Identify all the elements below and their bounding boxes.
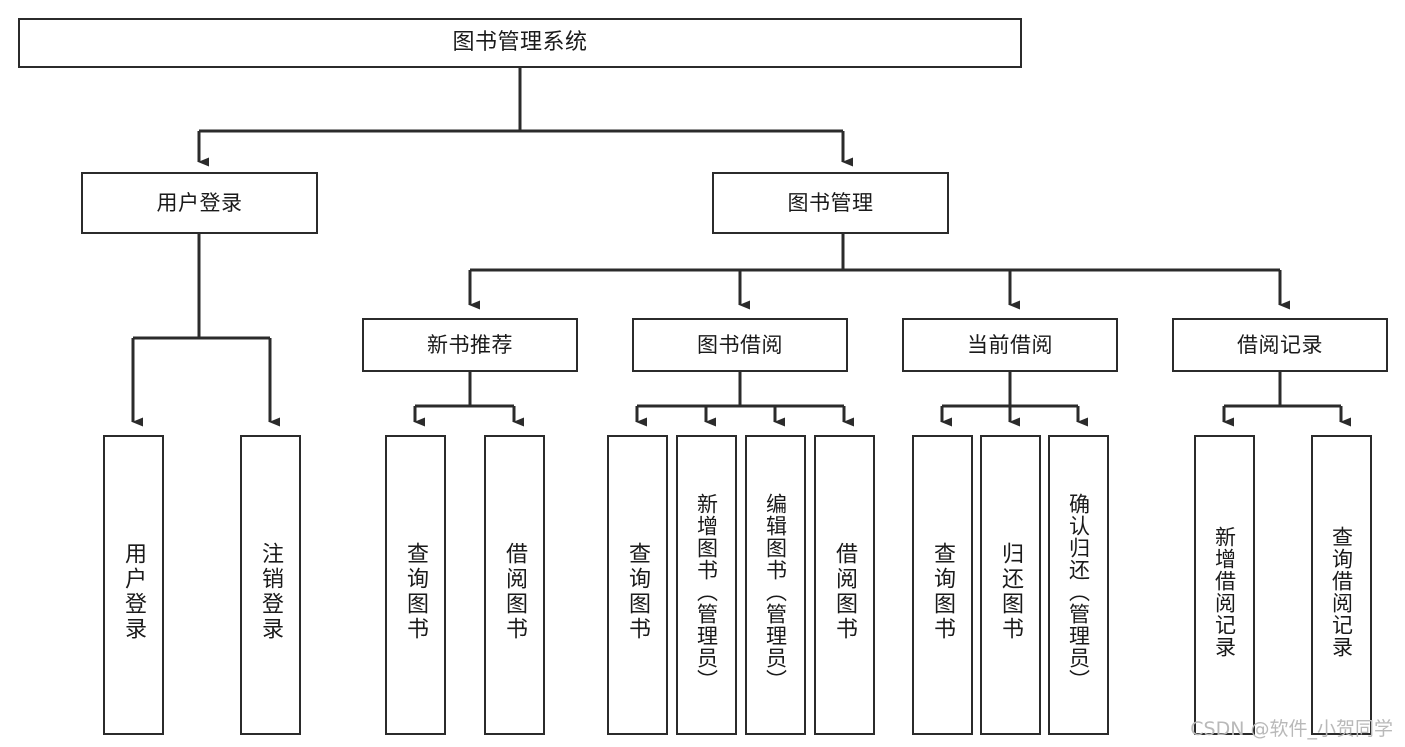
node-borrow-record[interactable]: 借阅记录 [1172,318,1388,372]
node-leaf-confirm-return-label: 确认归还（管理员） [1066,493,1091,691]
node-leaf-edit-book[interactable]: 编辑图书（管理员） [745,435,806,735]
node-leaf-query-record[interactable]: 查询借阅记录 [1311,435,1372,735]
node-leaf-user-login-label: 用户登录 [121,542,147,642]
node-leaf-confirm-return[interactable]: 确认归还（管理员） [1048,435,1109,735]
node-root-label: 图书管理系统 [452,30,588,56]
node-leaf-return-book-label: 归还图书 [998,542,1024,642]
node-leaf-query-book-3-label: 查询图书 [930,542,956,642]
node-book-borrow[interactable]: 图书借阅 [632,318,848,372]
node-leaf-logout-label: 注销登录 [258,542,284,642]
node-user-login[interactable]: 用户登录 [81,172,318,234]
node-leaf-query-book-2-label: 查询图书 [625,542,651,642]
node-book-mgmt-label: 图书管理 [787,190,874,215]
node-user-login-label: 用户登录 [156,190,243,215]
node-leaf-query-book-1-label: 查询图书 [403,542,429,642]
node-leaf-add-book-label: 新增图书（管理员） [694,493,719,691]
node-leaf-user-login[interactable]: 用户登录 [103,435,164,735]
node-current-borrow[interactable]: 当前借阅 [902,318,1118,372]
node-leaf-borrow-book-2[interactable]: 借阅图书 [814,435,875,735]
node-leaf-add-record[interactable]: 新增借阅记录 [1194,435,1255,735]
node-borrow-record-label: 借阅记录 [1237,332,1323,357]
node-book-borrow-label: 图书借阅 [697,332,783,357]
node-leaf-query-book-1[interactable]: 查询图书 [385,435,446,735]
node-leaf-borrow-book-1-label: 借阅图书 [502,542,528,642]
node-new-book-rec-label: 新书推荐 [427,332,513,357]
node-current-borrow-label: 当前借阅 [967,332,1053,357]
node-book-mgmt[interactable]: 图书管理 [712,172,949,234]
node-leaf-logout[interactable]: 注销登录 [240,435,301,735]
node-leaf-borrow-book-1[interactable]: 借阅图书 [484,435,545,735]
node-leaf-add-book[interactable]: 新增图书（管理员） [676,435,737,735]
node-leaf-borrow-book-2-label: 借阅图书 [832,542,858,642]
node-leaf-edit-book-label: 编辑图书（管理员） [763,493,788,691]
node-leaf-return-book[interactable]: 归还图书 [980,435,1041,735]
node-leaf-query-record-label: 查询借阅记录 [1329,526,1354,658]
node-leaf-query-book-2[interactable]: 查询图书 [607,435,668,735]
node-leaf-add-record-label: 新增借阅记录 [1212,526,1237,658]
node-leaf-query-book-3[interactable]: 查询图书 [912,435,973,735]
node-root[interactable]: 图书管理系统 [18,18,1022,68]
node-new-book-rec[interactable]: 新书推荐 [362,318,578,372]
